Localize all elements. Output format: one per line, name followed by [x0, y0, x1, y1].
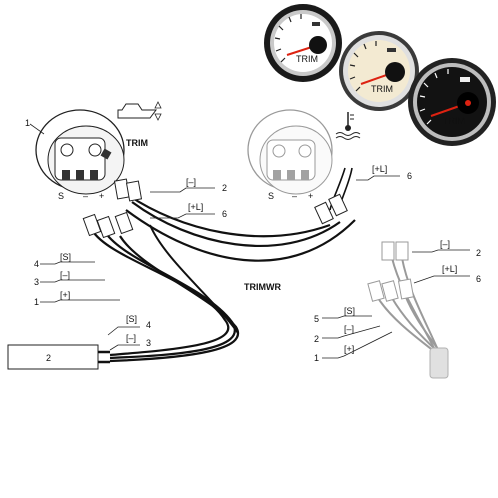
pin-label-s-box: [S]: [126, 314, 137, 324]
pin-label-minus-left: [–]: [60, 270, 70, 280]
callout-detail-s: 5: [314, 314, 319, 324]
gauge-photo-cream-dial-text: TRIM: [371, 84, 393, 94]
callout-detail-plus: 1: [314, 353, 319, 363]
pin-label-s-left: [S]: [60, 252, 71, 262]
trim-label: TRIM: [126, 138, 148, 148]
callout-trim-minus: 2: [222, 183, 227, 193]
callout-wire-plus: 1: [34, 297, 39, 307]
callout-wire-minus: 3: [34, 277, 39, 287]
detail-connector: [367, 241, 449, 379]
sender-box-label: 2: [46, 353, 51, 363]
trim-symbol-icon: [117, 101, 162, 121]
terminal-minus-mark: –: [83, 191, 88, 201]
pin-label-plus-l-temp: [+L]: [372, 164, 387, 174]
callout-box-s: 4: [146, 320, 151, 330]
gauge-photo-black-dial-text: TRIM: [443, 116, 465, 126]
trim-gauge-rear: [35, 109, 125, 195]
gauge-photo-black: TRIM: [408, 58, 496, 146]
pin-label-plus-l-top: [+L]: [188, 202, 203, 212]
gauge-photo-white: TRIM: [264, 4, 342, 82]
temp-gauge-rear: [247, 109, 333, 195]
callout-detail-minus2: 2: [314, 334, 319, 344]
sender-box: [7, 344, 99, 370]
gauge-photo-white-dial-text: TRIM: [296, 54, 318, 64]
terminal-s-mark: S: [58, 191, 64, 201]
terminal-plus-mark: +: [99, 191, 104, 201]
callout-gauge-one: 1: [25, 118, 30, 128]
pin-label-minus-top: [–]: [186, 177, 196, 187]
pin-label-s-detail: [S]: [344, 306, 355, 316]
callout-trim-plus-l: 6: [222, 209, 227, 219]
callout-box-minus: 3: [146, 338, 151, 348]
pin-label-plus-l-detail: [+L]: [442, 264, 457, 274]
temp-terminal-plus-mark: +: [308, 191, 313, 201]
pin-label-plus-left: [+]: [60, 290, 70, 300]
pin-label-minus-detail: [–]: [440, 239, 450, 249]
callout-detail-minus: 2: [476, 248, 481, 258]
callout-temp-plus-l: 6: [407, 171, 412, 181]
pin-label-minus-box: [–]: [126, 333, 136, 343]
pin-label-plus-detail: [+]: [344, 344, 354, 354]
temperature-symbol-icon: [335, 112, 361, 140]
harness-label: TRIMWR: [244, 282, 281, 292]
gauge-photo-cream: TRIM: [339, 31, 419, 111]
callout-detail-plus-l: 6: [476, 274, 481, 284]
temp-terminal-s-mark: S: [268, 191, 274, 201]
trim-connectors: [82, 178, 348, 239]
harness-wires: [91, 167, 356, 363]
temp-terminal-minus-mark: –: [292, 191, 297, 201]
pin-label-minus2-detail: [–]: [344, 324, 354, 334]
callout-wire-s: 4: [34, 259, 39, 269]
